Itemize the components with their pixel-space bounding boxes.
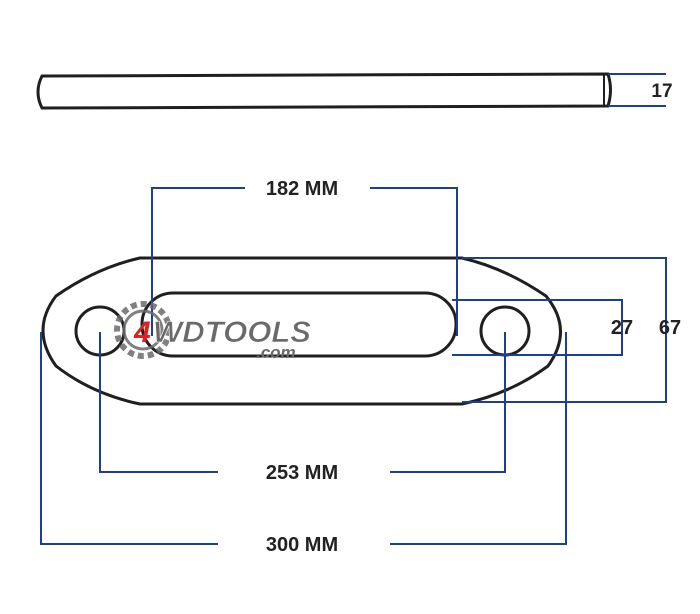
thickness-label: 17	[651, 81, 672, 102]
overall-length-dim-right	[390, 332, 567, 545]
gear-icon	[114, 301, 172, 359]
overall-height-dim	[462, 257, 667, 403]
slot-length-dim-right	[370, 187, 458, 336]
brand-logo: 4 WDTOOLS .com	[114, 301, 311, 362]
logo-number: 4	[133, 316, 151, 349]
hole-spacing-dim-left	[99, 332, 218, 473]
slot-height-dim	[452, 299, 623, 356]
overall-length-label: 300 MM	[266, 534, 338, 556]
side-view: 17	[36, 72, 673, 110]
dimension-labels: 182 MM 253 MM 300 MM 27 67	[266, 178, 681, 556]
logo-domain: .com	[256, 343, 296, 362]
fairlead-outline	[41, 256, 562, 406]
hole-spacing-label: 253 MM	[266, 462, 338, 484]
side-view-profile	[36, 72, 612, 110]
slot-length-dim-left	[151, 187, 245, 336]
logo-wordmark: WDTOOLS	[153, 316, 311, 349]
slot-length-label: 182 MM	[266, 178, 338, 200]
hole-spacing-dim-right	[390, 332, 506, 473]
overall-length-dim-left	[40, 332, 218, 545]
dimension-lines	[40, 187, 667, 545]
slot-height-label: 27	[611, 317, 633, 339]
overall-height-label: 67	[659, 317, 681, 339]
